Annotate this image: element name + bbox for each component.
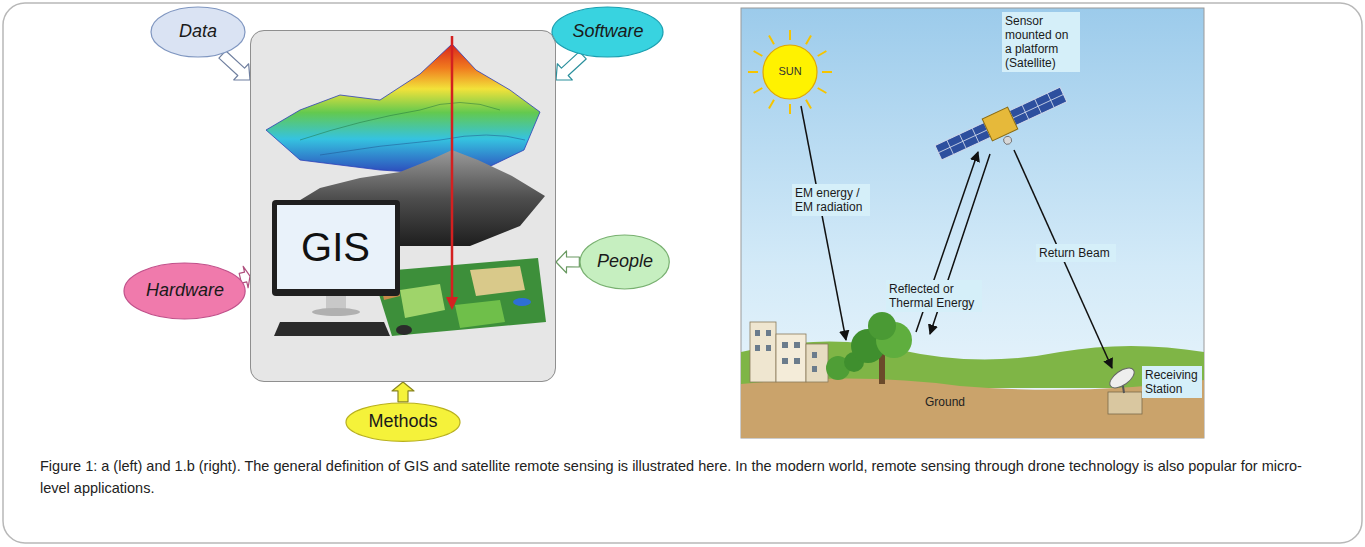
monitor-frame xyxy=(272,200,400,296)
block-arrow xyxy=(556,251,579,273)
ellipse-shape xyxy=(580,235,669,289)
sun-ray xyxy=(789,30,791,40)
solar-panel xyxy=(1009,87,1067,125)
em-radiation-arrow xyxy=(801,106,846,340)
sun-ray xyxy=(769,100,774,109)
monitor-neck xyxy=(326,296,346,310)
block-arrow xyxy=(219,51,250,80)
window xyxy=(812,352,817,358)
keyboard xyxy=(274,322,390,336)
sun-ray xyxy=(748,71,758,73)
window xyxy=(755,330,760,336)
component-ellipse: People xyxy=(579,234,670,290)
component-ellipse: Data xyxy=(150,6,246,58)
node-label: Software xyxy=(572,21,643,43)
sun-ray xyxy=(818,88,827,93)
node-label: Sensor mounted on a platform (Satellite) xyxy=(1005,14,1077,70)
satellite-sensor xyxy=(1002,135,1013,146)
component-ellipse: Hardware xyxy=(123,262,246,320)
monitor-base xyxy=(312,308,360,316)
ground-soil xyxy=(741,378,1204,438)
sun-circle: SUN xyxy=(762,44,818,100)
satellite-body xyxy=(982,107,1018,141)
window xyxy=(782,358,788,364)
caption-slot: Figure 1: a (left) and 1.b (right). The … xyxy=(40,455,1330,499)
screen-title: GIS xyxy=(277,224,395,270)
ellipse-shape xyxy=(346,403,460,441)
sun-rays xyxy=(748,30,832,114)
component-ellipse: Methods xyxy=(345,402,461,442)
panel-grid xyxy=(935,87,1067,160)
solar-panel xyxy=(935,123,991,160)
grass-hill xyxy=(741,341,1204,388)
callout-box: Reflected or Thermal Energy xyxy=(886,280,982,312)
sun-ray xyxy=(789,104,791,114)
monitor-screen xyxy=(277,205,395,289)
sun-ray xyxy=(769,36,774,45)
tree-foliage xyxy=(868,312,896,340)
figure-caption: Figure 1: a (left) and 1.b (right). The … xyxy=(40,455,1330,499)
sun-ray xyxy=(806,100,811,109)
layer-axis-head xyxy=(446,297,458,310)
node-label: Data xyxy=(179,21,217,43)
node-label: EM energy / EM radiation xyxy=(795,186,867,214)
block-arrow xyxy=(392,382,414,402)
callout-box: Sensor mounted on a platform (Satellite) xyxy=(1002,12,1080,72)
node-label: Hardware xyxy=(146,280,224,302)
window xyxy=(794,342,800,348)
sun-ray xyxy=(754,51,763,56)
gis-panel-ground xyxy=(250,30,556,382)
water-patch xyxy=(513,298,531,306)
mouse xyxy=(396,325,412,335)
gis-box: GIS xyxy=(250,30,556,382)
callout-box: Receiving Station xyxy=(1142,366,1202,398)
sun-ray xyxy=(822,71,832,73)
sun-disc xyxy=(763,45,817,99)
window xyxy=(794,358,800,364)
sun-ray xyxy=(806,36,811,45)
callout-box: EM energy / EM radiation xyxy=(792,184,870,216)
land-cover-patch xyxy=(400,284,445,318)
node-label: Reflected or Thermal Energy xyxy=(889,282,979,310)
node-label: Return Beam xyxy=(1039,246,1113,260)
land-cover-patch xyxy=(470,266,525,296)
label-slot: Ground xyxy=(925,392,965,410)
sky-panel xyxy=(741,8,1204,438)
sun-ray xyxy=(754,88,763,93)
panel-line xyxy=(1013,94,1064,118)
building xyxy=(750,322,776,382)
ellipse-shape xyxy=(124,263,245,319)
callout-box: Return Beam xyxy=(1036,244,1116,262)
contour-line xyxy=(320,135,525,155)
return-beam-arrow xyxy=(1014,150,1112,368)
window xyxy=(812,366,817,372)
ellipse-shape xyxy=(552,7,663,57)
component-ellipse: Software xyxy=(551,6,664,58)
contour-line xyxy=(300,103,500,141)
station-building xyxy=(1108,392,1142,414)
block-arrow xyxy=(556,52,586,80)
elevation-surface xyxy=(266,44,540,176)
layer-axis-line xyxy=(451,36,454,298)
satellite-dish xyxy=(1107,364,1138,392)
ellipse-shape xyxy=(151,7,245,57)
node-label: Methods xyxy=(368,411,437,433)
land-cover-patch xyxy=(455,300,505,328)
satellite xyxy=(933,84,1072,173)
node-label: Receiving Station xyxy=(1145,368,1199,396)
building-windows xyxy=(755,330,817,372)
building xyxy=(776,334,806,382)
node-label: People xyxy=(597,251,653,273)
window xyxy=(782,342,788,348)
window xyxy=(766,345,771,351)
window xyxy=(755,345,760,351)
window xyxy=(766,330,771,336)
node-label: SUN xyxy=(778,65,801,78)
figure-frame xyxy=(3,3,1362,543)
sun-ray xyxy=(818,51,827,56)
ground-label: Ground xyxy=(925,395,965,409)
building xyxy=(806,344,828,382)
panel-line xyxy=(938,130,987,153)
